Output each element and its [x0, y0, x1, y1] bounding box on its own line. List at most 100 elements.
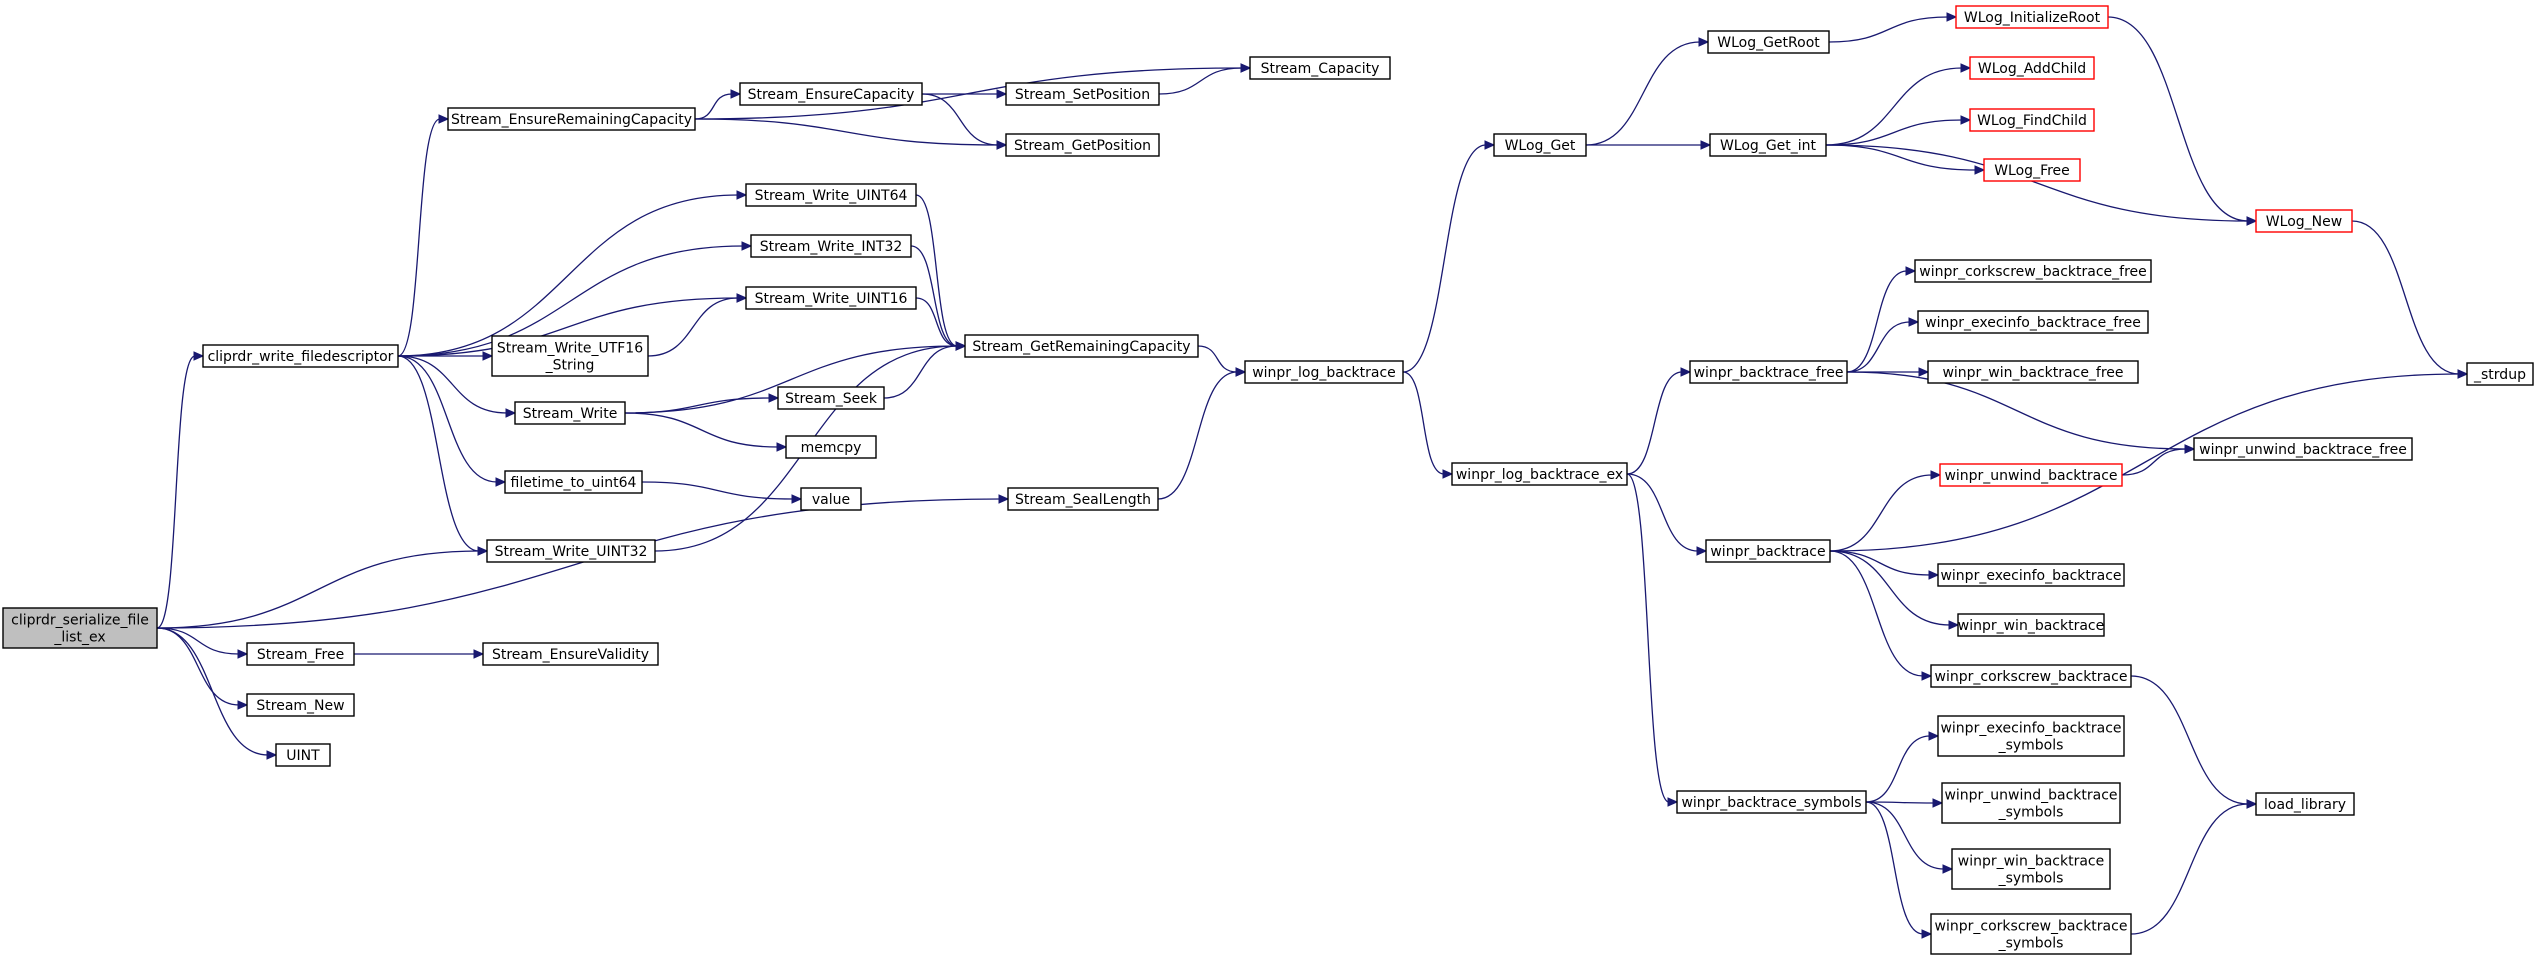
function-node-s-ensure-rem-cap[interactable]: Stream_EnsureRemainingCapacity [447, 107, 696, 131]
function-node-uint[interactable]: UINT [275, 743, 331, 767]
function-node-bt[interactable]: winpr_backtrace [1705, 539, 1831, 563]
function-node-value[interactable]: value [800, 487, 862, 511]
function-node-s-w-utf16[interactable]: Stream_Write_UTF16_String [491, 335, 649, 377]
node-box [246, 642, 355, 666]
function-node-wlog-free[interactable]: WLog_Free [1983, 158, 2081, 182]
function-node-s-ensure-cap[interactable]: Stream_EnsureCapacity [739, 82, 923, 106]
node-box [739, 82, 923, 106]
function-node-log-bt[interactable]: winpr_log_backtrace [1244, 360, 1404, 384]
call-edge [156, 546, 489, 629]
node-label: _strdup [2473, 367, 2526, 383]
function-node-s-write[interactable]: Stream_Write [514, 401, 626, 425]
call-edge [1626, 367, 1692, 475]
function-node-s-w-u16[interactable]: Stream_Write_UINT16 [745, 286, 917, 310]
call-edge [397, 241, 753, 357]
function-node-log-bt-ex[interactable]: winpr_log_backtrace_ex [1451, 462, 1628, 486]
call-edge [1846, 371, 2196, 454]
function-node-s-capacity[interactable]: Stream_Capacity [1249, 56, 1391, 80]
node-box [750, 234, 912, 258]
call-edge [2130, 799, 2258, 935]
node-box [246, 693, 355, 717]
function-node-ft-to-u64[interactable]: filetime_to_uint64 [504, 470, 643, 494]
function-node-wlog-get-root[interactable]: WLog_GetRoot [1707, 30, 1830, 54]
function-node-unwind-bt-sym[interactable]: winpr_unwind_backtrace_symbols [1941, 782, 2121, 824]
node-box [964, 334, 1199, 358]
call-edge [398, 351, 494, 361]
function-node-execinfo-bt[interactable]: winpr_execinfo_backtrace [1937, 563, 2125, 587]
node-label: Stream_GetPosition [1014, 138, 1151, 154]
node-label: WLog_Get [1505, 138, 1576, 154]
node-box [777, 386, 885, 410]
function-node-s-w-u32[interactable]: Stream_Write_UINT32 [486, 539, 656, 563]
node-label: winpr_unwind_backtrace [1944, 468, 2117, 484]
function-node-s-w-i32[interactable]: Stream_Write_INT32 [750, 234, 912, 258]
node-label: WLog_Free [1994, 163, 2070, 179]
function-node-s-free[interactable]: Stream_Free [246, 642, 355, 666]
function-node-root[interactable]: cliprdr_serialize_file_list_ex [2, 607, 158, 649]
call-edge [1829, 550, 1960, 630]
function-node-strdup[interactable]: _strdup [2466, 362, 2534, 386]
node-box [1939, 463, 2123, 487]
function-node-s-get-pos[interactable]: Stream_GetPosition [1005, 133, 1160, 157]
function-node-wlog-find-child[interactable]: WLog_FindChild [1969, 108, 2095, 132]
function-node-wlog-get-int[interactable]: WLog_Get_int [1709, 133, 1827, 157]
node-label: Stream_EnsureRemainingCapacity [451, 112, 692, 128]
function-node-s-seek[interactable]: Stream_Seek [777, 386, 885, 410]
call-edge [1828, 12, 1958, 43]
function-node-s-w-u64[interactable]: Stream_Write_UINT64 [745, 183, 917, 207]
function-node-win-bt[interactable]: winpr_win_backtrace [1957, 613, 2105, 637]
node-box [482, 642, 659, 666]
function-node-win-bt-free[interactable]: winpr_win_backtrace_free [1927, 360, 2139, 384]
node-label: winpr_corkscrew_backtrace [1935, 919, 2128, 935]
node-label: value [812, 492, 850, 508]
function-node-execinfo-bt-free[interactable]: winpr_execinfo_backtrace_free [1917, 310, 2149, 334]
node-label: cliprdr_write_filedescriptor [208, 349, 394, 365]
node-box [1927, 360, 2139, 384]
node-label: _symbols [1998, 738, 2064, 754]
function-node-memcpy[interactable]: memcpy [785, 435, 877, 459]
node-label: Stream_Write_INT32 [760, 239, 903, 255]
function-node-load-library[interactable]: load_library [2255, 792, 2355, 816]
function-node-corkscrew-bt[interactable]: winpr_corkscrew_backtrace [1930, 664, 2132, 688]
node-box [486, 539, 656, 563]
node-box [1951, 848, 2111, 890]
node-box [1941, 782, 2121, 824]
function-node-s-seal-len[interactable]: Stream_SealLength [1007, 487, 1159, 511]
function-node-s-get-rem-cap[interactable]: Stream_GetRemainingCapacity [964, 334, 1199, 358]
node-box [1957, 613, 2105, 637]
function-node-bt-free[interactable]: winpr_backtrace_free [1689, 360, 1848, 384]
node-label: Stream_Write_UINT32 [495, 544, 648, 560]
call-edge [1626, 473, 1679, 807]
node-box [1005, 133, 1160, 157]
function-node-bt-symbols[interactable]: winpr_backtrace_symbols [1676, 790, 1867, 814]
function-node-wlog-get[interactable]: WLog_Get [1493, 133, 1587, 157]
node-label: winpr_log_backtrace_ex [1456, 467, 1623, 483]
function-node-execinfo-bt-sym[interactable]: winpr_execinfo_backtrace_symbols [1937, 715, 2125, 757]
function-node-s-new[interactable]: Stream_New [246, 693, 355, 717]
node-label: Stream_Write_UINT64 [755, 188, 908, 204]
node-label: winpr_corkscrew_backtrace [1935, 669, 2128, 685]
function-node-wlog-new[interactable]: WLog_New [2255, 209, 2353, 233]
node-label: memcpy [801, 440, 862, 456]
call-edge [1402, 371, 1454, 479]
function-node-wlog-add-child[interactable]: WLog_AddChild [1969, 56, 2095, 80]
call-edge [1158, 63, 1252, 95]
node-box [1493, 133, 1587, 157]
call-edge [1865, 731, 1940, 803]
function-node-corkscrew-bt-sym[interactable]: winpr_corkscrew_backtrace_symbols [1930, 913, 2132, 955]
call-edge [1825, 144, 1986, 175]
function-node-s-set-pos[interactable]: Stream_SetPosition [1005, 82, 1160, 106]
node-label: UINT [286, 748, 320, 764]
node-label: WLog_GetRoot [1717, 35, 1820, 51]
function-node-corkscrew-bt-free[interactable]: winpr_corkscrew_backtrace_free [1914, 259, 2152, 283]
function-node-wlog-init-root[interactable]: WLog_InitializeRoot [1955, 5, 2109, 29]
function-node-s-ensure-validity[interactable]: Stream_EnsureValidity [482, 642, 659, 666]
call-edge [397, 355, 507, 487]
function-node-unwind-bt[interactable]: winpr_unwind_backtrace [1939, 463, 2123, 487]
function-node-win-bt-sym[interactable]: winpr_win_backtrace_symbols [1951, 848, 2111, 890]
node-box [1007, 487, 1159, 511]
function-node-unwind-bt-free[interactable]: winpr_unwind_backtrace_free [2193, 437, 2413, 461]
function-node-write-fd[interactable]: cliprdr_write_filedescriptor [202, 344, 399, 368]
node-label: _String [545, 358, 595, 374]
node-label: Stream_GetRemainingCapacity [972, 339, 1190, 355]
